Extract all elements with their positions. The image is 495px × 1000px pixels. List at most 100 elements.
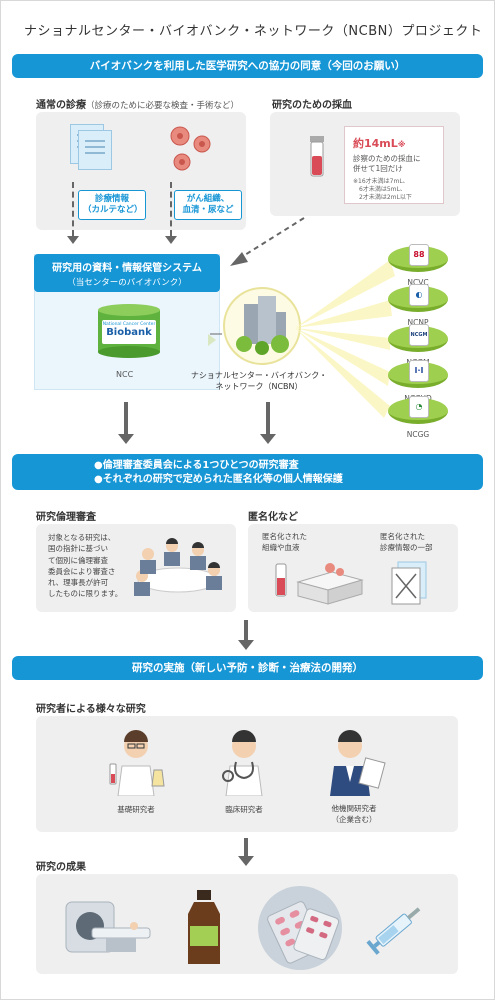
samples-tag-line1: がん組織、 [186,194,230,204]
mri-scanner-icon [65,901,151,953]
down-arrow-1-head [118,434,134,444]
records-dashed-arrow [72,182,74,236]
ncgg-logo-icon: ◔ [409,396,429,418]
blood-note3: 2才未満は2mL以下 [359,194,412,201]
blood-line2: 併せて1回だけ [353,164,403,173]
ethics-text-line4: 委員会により審査さ [48,566,116,576]
blood-tube-icon [310,136,324,177]
down-arrow-4-shaft [244,838,248,856]
anonymize-info-line1: 匿名化された [380,532,425,541]
blood-amount: 約14mL※ [353,135,406,151]
consent-bar: バイオバンクを利用した医学研究への協力の同意（今回のお願い） [12,54,483,78]
external-researcher-label-line1: 他機関研究者 [331,804,377,813]
down-arrow-1-shaft [124,402,128,434]
anonymize-samples-caption: 匿名化された 組織や血液 [262,532,307,553]
samples-tag: がん組織、 血清・尿など [174,190,242,221]
storage-system-header: 研究用の資料・情報保管システム （当センターのバイオバンク） [34,254,220,292]
down-arrow-3-head [238,640,254,650]
routine-heading: 通常の診療（診療のために必要な検査・手術など） [36,96,239,111]
down-arrow-4-head [238,856,254,866]
medicine-bottle-icon [188,890,220,964]
ethics-text-line3: て個別に倫理審査 [48,555,108,565]
consent-bar-label: バイオバンクを利用した医学研究への協力の同意（今回のお願い） [89,60,406,72]
biobank-logo-text: Biobank [106,327,152,338]
tissue-sample-icon [170,126,211,171]
node-ncchd: I·I NCCHD [388,360,448,403]
ncvc-label: NCVC [407,278,429,287]
basic-researcher-label: 基礎研究者 [117,805,155,814]
blood-line1: 診察のための採血に [353,154,421,163]
network-label-line1: ナショナルセンター・バイオバンク・ [190,371,328,380]
blood-note2: 6才未満は5mL、 [359,186,406,193]
ncnp-label: NCNP [407,318,429,327]
network-label-line2: ネットワーク（NCBN） [215,382,303,392]
review-bar-line2: ●それぞれの研究で定められた匿名化等の個人情報保護 [94,473,343,485]
ncgm-logo-icon: NCGM [409,324,429,346]
anonymize-heading: 匿名化など [248,512,298,523]
blood-dashed-arrow [230,217,305,266]
syringe-icon [366,907,421,955]
review-bar: ●倫理審査委員会による1つひとつの研究審査 ●それぞれの研究で定められた匿名化等… [12,454,483,490]
biobank-cylinder: National Cancer Center Biobank [98,304,160,358]
clinical-researcher-icon [222,730,263,796]
blood-amount-value: 約14mL [353,137,398,150]
biobank-small-text: National Cancer Center [102,322,156,327]
ncnp-logo-icon: ◐ [409,284,429,306]
ethics-text-line2: 国の指針に基づい [48,544,108,554]
storage-system-title: 研究用の資料・情報保管システム [52,263,202,274]
ncgg-label: NCGG [406,430,430,439]
biobank-label-plate: National Cancer Center Biobank [102,320,156,344]
records-tag: 診療情報 （カルテなど） [78,190,146,221]
records-tag-line2: （カルテなど） [83,205,143,216]
results-heading: 研究の成果 [36,862,86,873]
ncc-label: NCC [116,370,134,379]
node-ncgg: ◔ NCGG [388,396,448,439]
ethics-text-line5: れ、理事長が許可 [48,578,109,587]
node-ncvc: 88 NCVC [388,244,448,287]
committee-meeting-illustration [134,538,222,596]
node-ncgm: NCGM NCGM [388,324,448,367]
basic-researcher-icon [109,730,165,796]
network-hub-icon [223,287,301,365]
routine-subheading: （診療のために必要な検査・手術など） [86,101,240,111]
ethics-text-line1: 対象となる研究は、 [48,533,116,542]
researchers-heading: 研究者による様々な研究 [36,704,146,715]
network-label: ナショナルセンター・バイオバンク・ ネットワーク（NCBN） [184,370,334,392]
external-researcher-label-line2: （企業含む） [331,814,377,824]
blood-heading: 研究のための採血 [272,100,352,111]
records-arrowhead [67,236,79,244]
samples-tag-line2: 血清・尿など [182,205,234,216]
implementation-bar: 研究の実施（新しい予防・診断・治療法の開発） [12,656,483,680]
implementation-bar-label: 研究の実施（新しい予防・診断・治療法の開発） [132,662,363,674]
records-tag-line1: 診療情報 [94,194,129,204]
down-arrow-3-shaft [244,620,248,640]
ncchd-logo-icon: I·I [409,360,429,382]
review-bar-line1: ●倫理審査委員会による1つひとつの研究審査 [94,460,299,471]
down-arrow-2-head [260,434,276,444]
anonymize-info-line2: 診療情報の一部 [380,542,433,552]
anonymized-records-icon [391,561,427,605]
anonymize-info-caption: 匿名化された 診療情報の一部 [380,532,433,553]
blood-amount-mark: ※ [397,140,406,149]
ncvc-logo-icon: 88 [409,244,429,266]
samples-arrowhead [165,236,177,244]
samples-dashed-arrow [170,182,172,236]
ethics-text-line6: したものに限ります。 [48,589,123,599]
page-title: ナショナルセンター・バイオバンク・ネットワーク（NCBN）プロジェクト [24,24,483,39]
blood-info-card: 約14mL※ 診察のための採血に 併せて1回だけ ※16才未満は7mL、 6才未… [344,126,444,204]
external-researcher-label: 他機関研究者 （企業含む） [314,804,394,825]
routine-heading-text: 通常の診療 [36,100,86,111]
blood-note1: ※16才未満は7mL、 [353,178,409,185]
ethics-text: 対象となる研究は、 国の指針に基づい て個別に倫理審査 委員会により審査さ れ、… [48,532,122,600]
network-rays [210,260,395,418]
clinical-researcher-label: 臨床研究者 [225,805,263,814]
anonymize-samples-line1: 匿名化された [262,532,307,541]
node-ncnp: ◐ NCNP [388,284,448,327]
system-to-network-arrow [208,334,216,346]
storage-system-subtitle: （当センターのバイオバンク） [67,278,187,288]
anonymize-samples-line2: 組織や血液 [262,542,300,552]
down-arrow-2-shaft [266,402,270,434]
anonymized-samples-icon [275,563,364,605]
pill-pack-icon [258,886,342,970]
external-researcher-icon [330,730,386,796]
